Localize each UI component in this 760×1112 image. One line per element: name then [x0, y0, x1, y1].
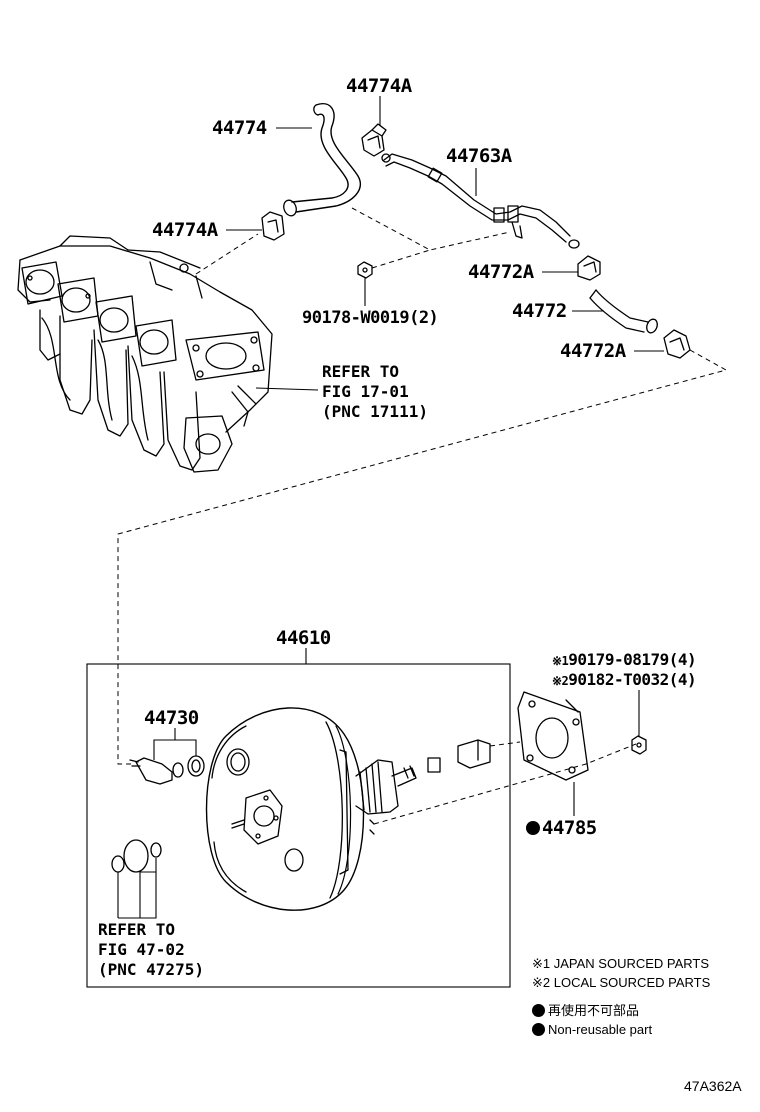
refer-line-1: REFER TO — [322, 362, 400, 381]
japan-mark: ※1 — [552, 654, 569, 668]
refer-line-1: REFER TO — [98, 920, 176, 939]
refer-to-fig-17-01: REFER TO FIG 17-01 (PNC 17111) — [322, 362, 428, 422]
vacuum-pipe-44763A — [381, 153, 580, 249]
part-number-44785: 44785 — [542, 817, 597, 839]
dashed-hose-clamp-link — [195, 233, 259, 275]
check-valve-44730 — [129, 755, 205, 785]
nut-90179-90182 — [631, 735, 647, 755]
gasket-44785 — [517, 691, 589, 781]
refer-line-3: (PNC 47275) — [98, 960, 204, 979]
leader-refer-17 — [255, 387, 319, 391]
legend-jp-text: 再使用不可部品 — [548, 1003, 640, 1018]
refer-line-2: FIG 47-02 — [98, 940, 185, 959]
vacuum-hose-44772 — [589, 289, 658, 334]
hose-clamp-44772A-low — [663, 329, 691, 359]
dashed-pipe-nut-link-2 — [371, 249, 431, 269]
dashed-bracket-link — [489, 741, 521, 747]
refer-line-2: FIG 17-01 — [322, 382, 409, 401]
dashed-pipe-nut-link — [351, 207, 511, 251]
dashed-hose-to-valve-link — [117, 349, 728, 765]
part-number-90179: 90179-08179(4) — [568, 650, 697, 669]
non-reusable-dot-icon — [532, 1004, 545, 1017]
label-90179: ※190179-08179(4) — [552, 650, 697, 671]
leader-44730 — [153, 728, 197, 760]
local-mark: ※2 — [552, 674, 569, 688]
label-90182: ※290182-T0032(4) — [552, 670, 697, 691]
legend-japan-sourced: ※1 JAPAN SOURCED PARTS — [532, 956, 710, 971]
hose-clamp-44774A-top — [361, 123, 387, 157]
legend-en-text: Non-reusable part — [548, 1022, 653, 1037]
label-44785: 44785 — [526, 818, 597, 838]
dashed-gasket-link — [373, 743, 637, 825]
label-44774A-left: 44774A — [152, 219, 218, 241]
legend-non-reusable-en: Non-reusable part — [532, 1020, 652, 1039]
refer-line-3: (PNC 17111) — [322, 402, 428, 421]
part-number-90182: 90182-T0032(4) — [568, 670, 697, 689]
non-reusable-dot-icon — [532, 1023, 545, 1036]
label-44774: 44774 — [212, 117, 267, 139]
hose-clamp-44774A-left — [261, 211, 285, 241]
booster-assembly-frame — [86, 663, 511, 988]
intake-manifold-drawing — [17, 235, 273, 473]
legend-non-reusable-jp: 再使用不可部品 — [532, 1001, 639, 1020]
label-44763A: 44763A — [446, 145, 512, 167]
vacuum-hose-44774 — [283, 103, 361, 217]
figure-id: 47A362A — [684, 1078, 742, 1094]
label-44610: 44610 — [276, 627, 331, 649]
label-90178: 90178-W0019(2) — [302, 308, 439, 328]
non-reusable-dot-icon — [526, 821, 540, 835]
refer-to-fig-47-02: REFER TO FIG 47-02 (PNC 47275) — [98, 920, 204, 980]
label-44730: 44730 — [144, 707, 199, 729]
nut-90178 — [357, 261, 373, 279]
leader-refer-47 — [117, 858, 157, 919]
label-44774A-top: 44774A — [346, 75, 412, 97]
brake-booster-drawing — [205, 707, 491, 911]
label-44772A-mid: 44772A — [468, 261, 534, 283]
legend-local-sourced: ※2 LOCAL SOURCED PARTS — [532, 975, 711, 990]
label-44772: 44772 — [512, 300, 567, 322]
hose-clamp-44772A-mid — [577, 255, 601, 281]
label-44772A-low: 44772A — [560, 340, 626, 362]
grommet-rings — [111, 839, 162, 873]
